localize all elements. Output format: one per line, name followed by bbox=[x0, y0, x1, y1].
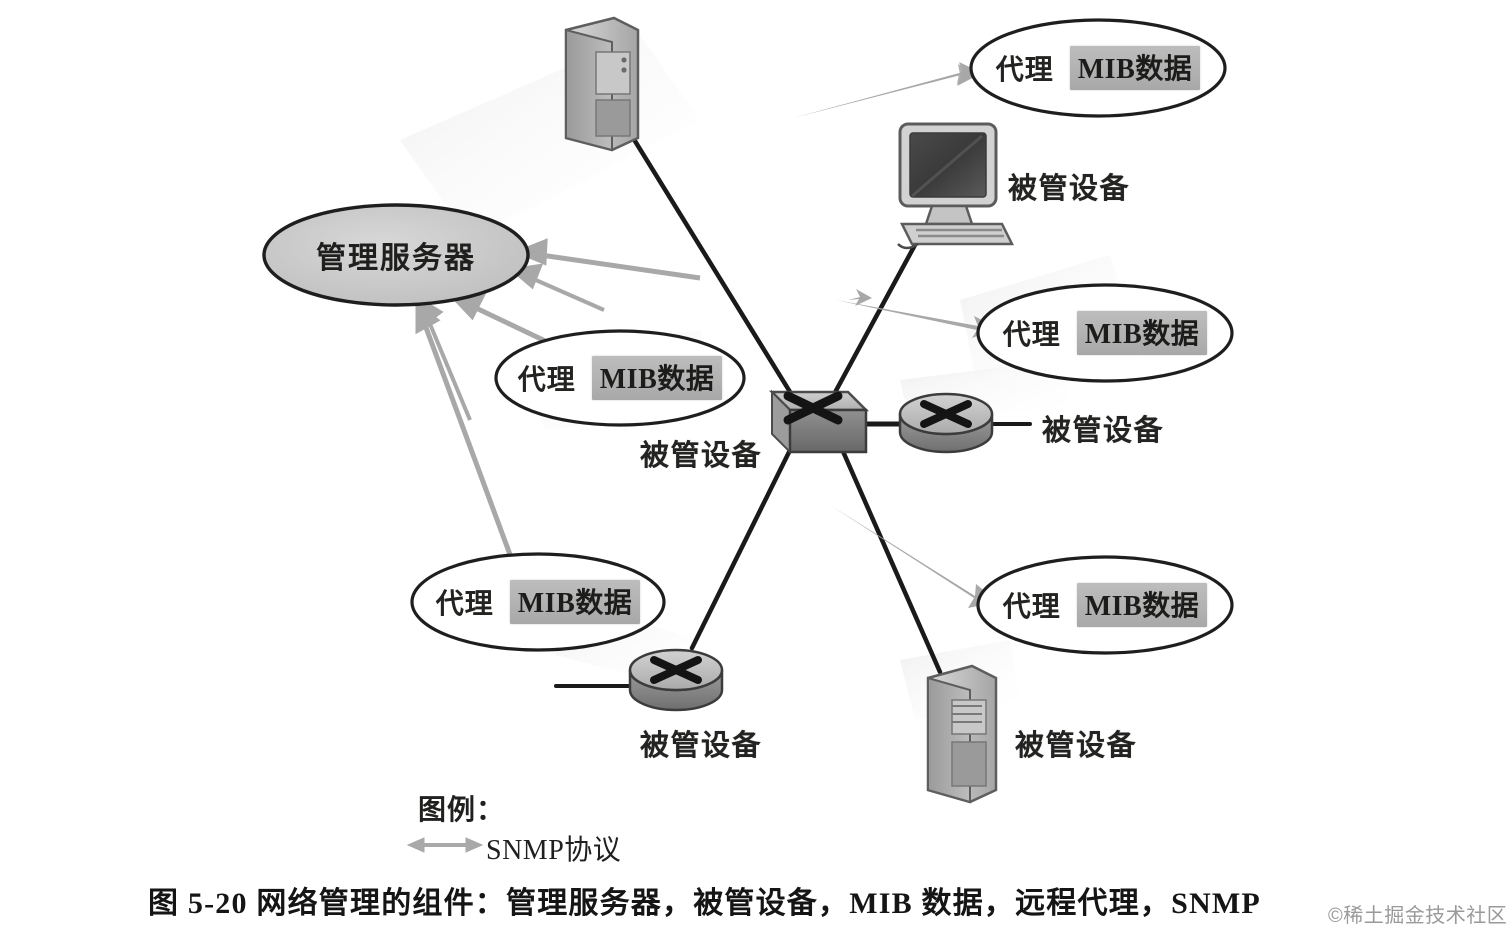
agent-ellipse-mid-right bbox=[976, 283, 1234, 383]
device-label-computer: 被管设备 bbox=[1008, 173, 1131, 205]
management-server-ellipse bbox=[262, 203, 530, 307]
router-icon-right bbox=[898, 392, 994, 454]
router-icon-bottom bbox=[628, 648, 724, 712]
snmp-arrow-bottom-right bbox=[830, 505, 998, 608]
agent-ellipse-top-right bbox=[969, 18, 1227, 118]
switch-icon-center bbox=[768, 389, 870, 455]
topology-links bbox=[554, 117, 1032, 688]
desktop-computer-icon bbox=[897, 122, 1015, 250]
agent-ellipse-bottom-left bbox=[410, 552, 666, 652]
snmp-arrow-stub bbox=[848, 289, 872, 306]
figure-caption: 图 5-20 网络管理的组件：管理服务器，被管设备，MIB 数据，远程代理，SN… bbox=[148, 887, 1261, 920]
watermark: ©稀土掘金技术社区 bbox=[1328, 905, 1508, 927]
link-switch-to-router-bottom bbox=[689, 437, 798, 651]
server-tower-icon-top bbox=[564, 16, 640, 152]
device-label-router-right: 被管设备 bbox=[1042, 415, 1165, 447]
server-tower-icon-bottom bbox=[926, 664, 998, 804]
device-label-router-bottom: 被管设备 bbox=[640, 730, 763, 762]
legend-snmp-arrow-icon bbox=[406, 837, 484, 853]
link-switch-to-server-top bbox=[619, 117, 798, 403]
link-switch-to-computer bbox=[829, 229, 925, 401]
link-switch-to-server-bottom bbox=[835, 437, 943, 675]
agent-ellipse-mid-left bbox=[494, 329, 746, 427]
snmp-arrow-top-right bbox=[793, 62, 982, 118]
device-label-server-bottom: 被管设备 bbox=[1015, 730, 1138, 762]
legend-title: 图例： bbox=[418, 795, 506, 826]
agent-ellipse-bottom-right bbox=[976, 555, 1234, 655]
legend-item-snmp-label: SNMP协议 bbox=[486, 835, 622, 866]
device-label-switch: 被管设备 bbox=[640, 440, 763, 472]
